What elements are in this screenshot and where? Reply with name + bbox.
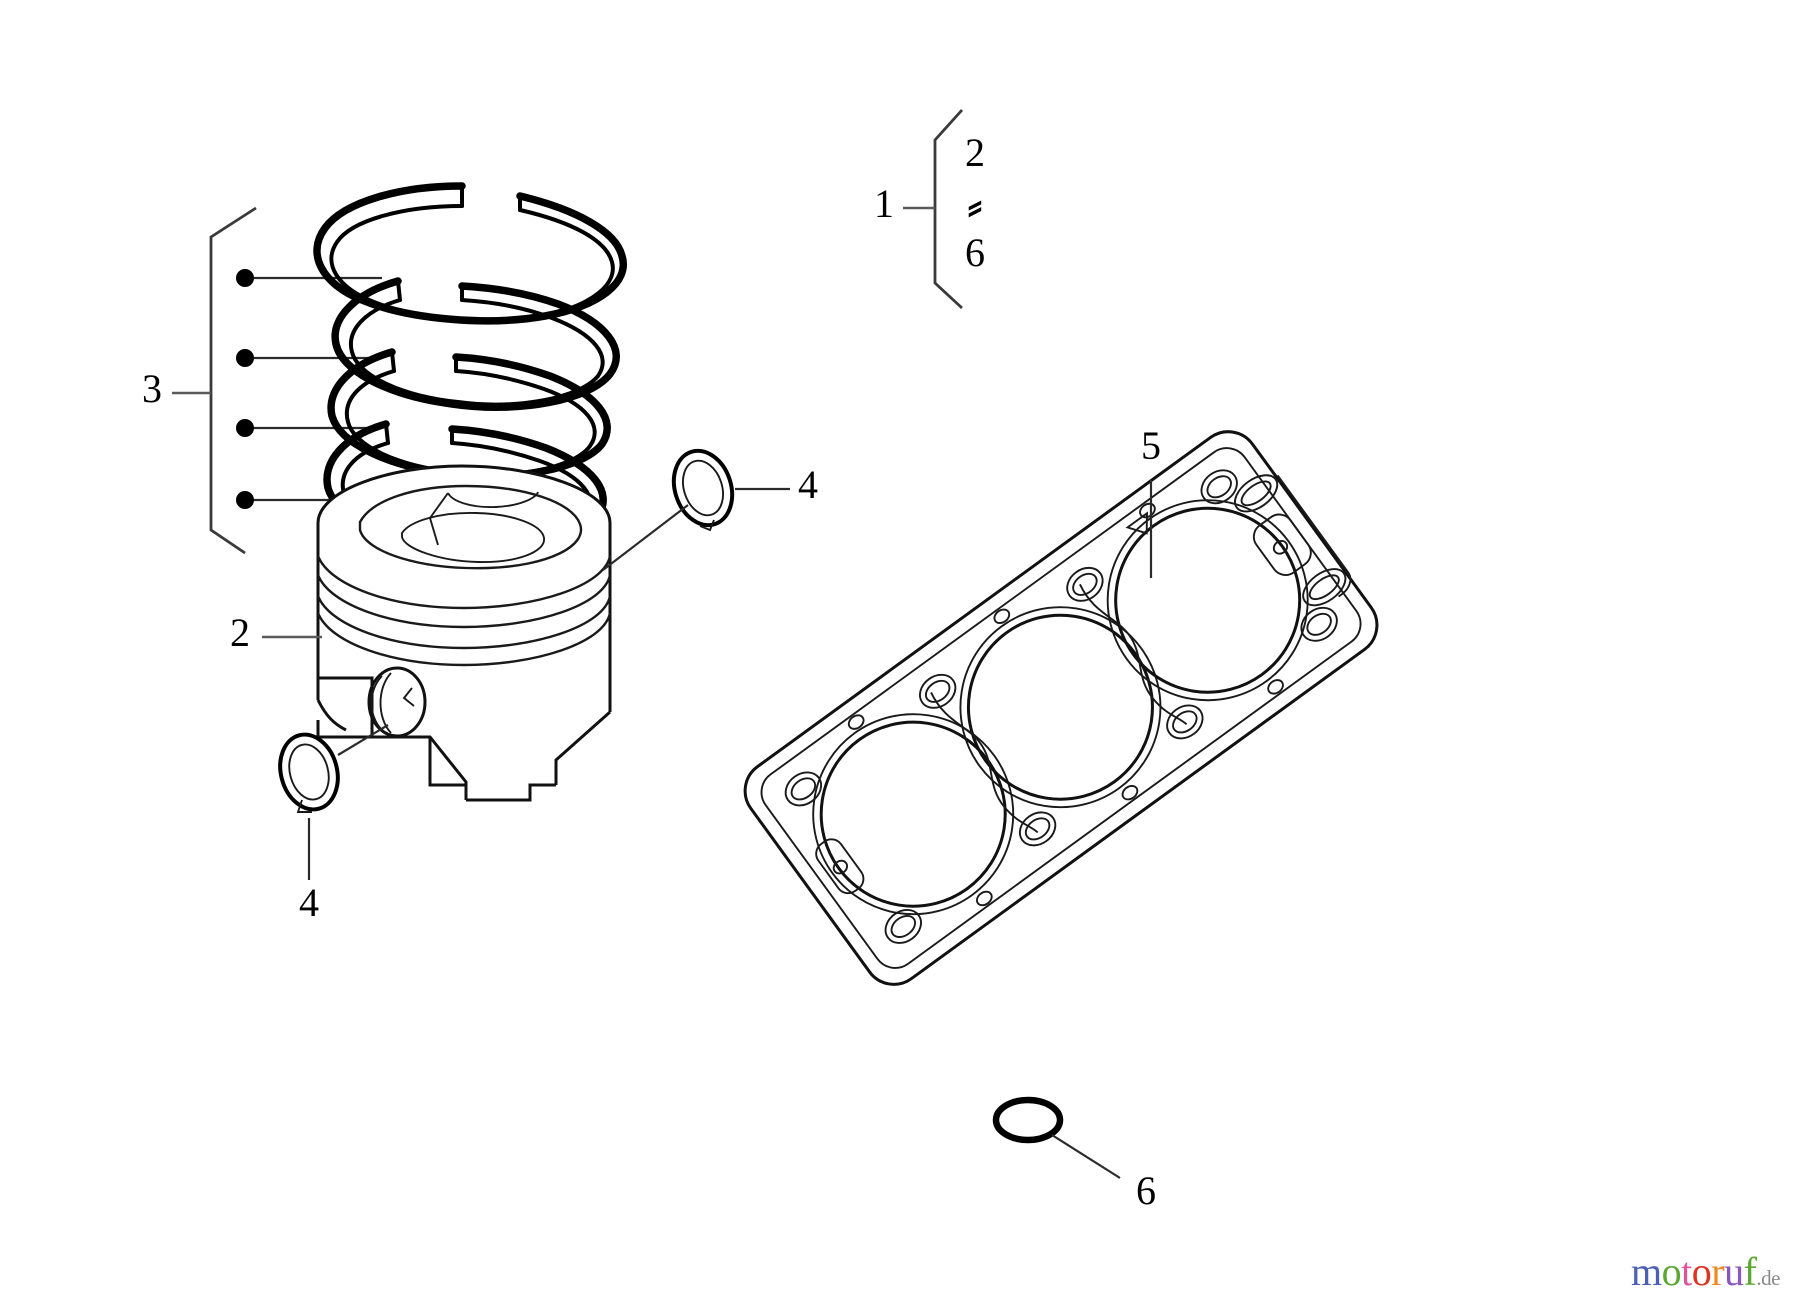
callout-label-4-lower: 4 <box>299 880 319 925</box>
callout-label-1: 1 <box>874 181 894 226</box>
gasket-right-slot <box>1252 513 1312 576</box>
piston-groove-1 <box>316 555 612 610</box>
piston-pin-notch <box>402 687 415 707</box>
piston-skirt-step <box>372 735 468 800</box>
callout-label-3: 3 <box>142 366 162 411</box>
cylinder-head-gasket <box>743 430 1379 986</box>
gasket-coolant-slots <box>1234 474 1347 607</box>
group-1-range-tilde: ⸗ <box>968 181 983 230</box>
gasket-right-passage <box>1276 474 1352 598</box>
gasket-index-triangle <box>1125 511 1148 535</box>
watermark-letter-t: t <box>1681 1249 1692 1294</box>
leader-dot <box>236 269 254 287</box>
watermark-letter-m: m <box>1631 1249 1662 1294</box>
snap-ring-upper-gap <box>699 519 715 532</box>
watermark-suffix: .de <box>1756 1266 1780 1290</box>
gasket-bore-2 <box>966 613 1154 801</box>
leader-dot <box>236 491 254 509</box>
gasket-bolt-holes-top <box>784 469 1238 807</box>
piston-pin-bore-groove <box>370 675 383 731</box>
callout-label-2: 2 <box>230 610 250 655</box>
group-3-bracket <box>209 206 257 555</box>
piston-bowl-outer <box>358 484 583 570</box>
watermark-letter-r: r <box>1711 1249 1725 1294</box>
gasket-bore-3 <box>1114 506 1302 694</box>
watermark-letter-u: u <box>1724 1249 1744 1294</box>
piston-groove-2 <box>316 574 612 629</box>
callout-group-1: 1 2 ⸗ 6 <box>874 109 985 310</box>
leader-dot <box>236 419 254 437</box>
snap-ring-lower-leader <box>337 724 389 756</box>
snap-ring-upper-leader <box>602 504 689 571</box>
piston-crown-top <box>316 464 612 524</box>
piston-skirt-inner-step <box>428 737 466 787</box>
callout-6-leader <box>1051 1134 1121 1179</box>
piston-skirt-bottom <box>466 783 556 802</box>
piston-bowl-inner <box>401 512 545 563</box>
gasket-outer-edge <box>743 430 1379 986</box>
piston-ring-1 <box>313 182 627 325</box>
gasket-left-slot <box>815 838 865 895</box>
piston-valve-relief <box>447 491 539 508</box>
watermark-letter-f: f <box>1743 1249 1757 1294</box>
piston-skirt-curve-left <box>316 699 347 732</box>
snap-ring-lower-gap <box>296 799 312 813</box>
o-ring <box>992 1096 1064 1144</box>
snap-ring-lower <box>278 732 340 813</box>
piston-body <box>316 464 612 802</box>
group-1-range-to: 6 <box>965 230 985 275</box>
piston-groove-4 <box>316 612 612 667</box>
piston-relief-edge <box>428 492 449 546</box>
group-1-bracket <box>933 109 964 310</box>
piston-pin-bore-groove-2 <box>379 672 392 734</box>
piston-groove-3 <box>316 595 612 650</box>
gasket-bead-1 <box>930 692 1039 834</box>
watermark-letter-o1: o <box>1661 1249 1682 1294</box>
piston-ring-2 <box>331 277 620 411</box>
gasket-bore-3-ring <box>1106 499 1309 702</box>
o-ring-shape <box>992 1096 1064 1144</box>
gasket-bore-1-ring <box>812 713 1015 916</box>
gasket-bore-2-ring <box>959 606 1162 809</box>
gasket-bolt-holes-bottom <box>884 606 1338 944</box>
gasket-bead-2 <box>1079 583 1188 726</box>
callout-label-5: 5 <box>1141 423 1161 468</box>
piston-skirt-right <box>554 710 611 785</box>
callout-label-4-upper: 4 <box>798 462 818 507</box>
snap-ring-upper <box>671 448 735 532</box>
leader-dot <box>236 349 254 367</box>
callout-label-6: 6 <box>1136 1168 1156 1213</box>
watermark-letter-o2: o <box>1691 1249 1712 1294</box>
watermark-motoruf: motoruf.de <box>1631 1252 1780 1292</box>
group-1-range-from: 2 <box>965 130 985 175</box>
